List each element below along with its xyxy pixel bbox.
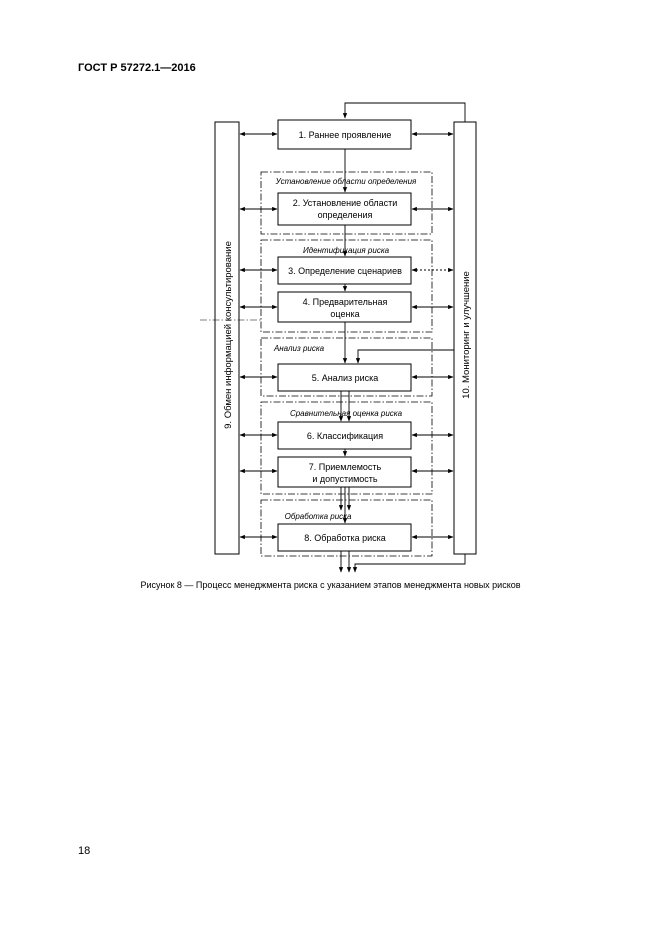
communication-column (214, 121, 240, 555)
box-acceptability (277, 456, 412, 488)
box-preliminary-label-1: 4. Предварительная (303, 297, 388, 307)
stage-frame-evaluation (260, 401, 433, 495)
monitoring-column-label: 10. Мониторинг и улучшение (461, 271, 472, 399)
stage-frame-identification (260, 239, 433, 333)
box-context-label-2: определения (318, 210, 373, 220)
communication-column-label: 9. Обмен информацией консультирование (223, 241, 234, 429)
box-scenarios (277, 256, 412, 285)
stage-frame-analysis (260, 337, 433, 397)
box-analysis (277, 363, 412, 392)
box-early-manifestation (277, 119, 412, 150)
stage-label-evaluation: Сравнительная оценка риска (290, 409, 403, 418)
box-acceptability-label-2: и допустимость (312, 474, 378, 484)
page-number: 18 (78, 845, 91, 857)
box-treatment-label: 8. Обработка риска (304, 533, 386, 543)
box-scenarios-label: 3. Определение сценариев (288, 266, 402, 276)
box-preliminary (277, 291, 412, 323)
stage-label-identification: Идентификация риска (303, 246, 390, 255)
box-context-label-1: 2. Установление области (293, 198, 398, 208)
stage-frame-context (260, 171, 433, 235)
box-classification-label: 6. Классификация (307, 431, 383, 441)
document-header: ГОСТ Р 57272.1—2016 (78, 62, 196, 74)
box-context (277, 192, 412, 226)
box-treatment (277, 523, 412, 552)
box-classification (277, 421, 412, 450)
box-preliminary-label-2: оценка (330, 309, 359, 319)
box-acceptability-label-1: 7. Приемлемость (309, 462, 382, 472)
box-early-manifestation-label: 1. Раннее проявление (299, 130, 392, 140)
stage-label-context: Установление области определения (275, 177, 417, 186)
figure-caption: Рисунок 8 — Процесс менеджмента риска с … (140, 580, 521, 590)
stage-frame-treatment (260, 499, 433, 557)
box-analysis-label: 5. Анализ риска (312, 373, 379, 383)
stage-label-analysis: Анализ риска (273, 344, 325, 353)
stage-label-treatment: Обработка риска (285, 512, 352, 521)
